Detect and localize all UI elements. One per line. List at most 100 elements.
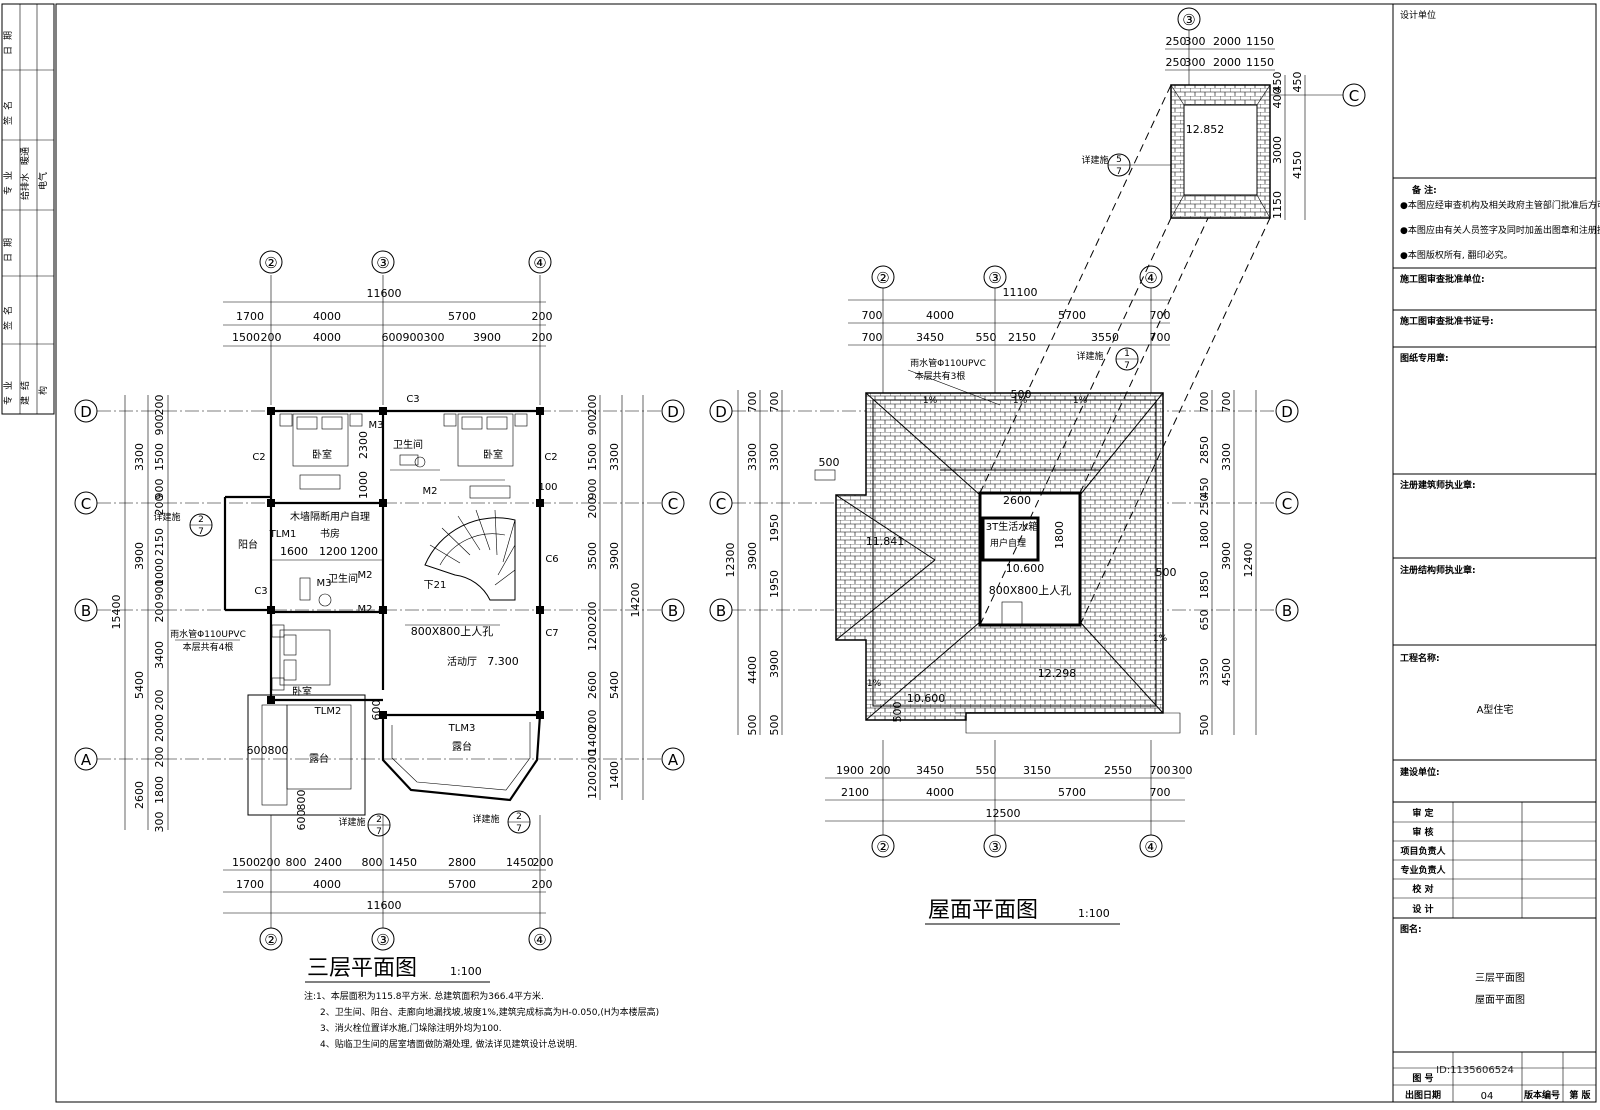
roof-left2-3: 1950 <box>768 570 781 598</box>
plan3-inner-dims: 1600 1200 1200 2300 1000 600 800 600 800… <box>247 431 384 831</box>
plan3-bot1-0: 1500 <box>232 856 260 869</box>
strip-spec-1: 专 <box>2 186 14 195</box>
plan3-axis-D-right: D <box>667 403 679 421</box>
tb-footer-1: 图 号 <box>1412 1073 1433 1084</box>
roof-bot2-1: 4000 <box>926 786 954 799</box>
roof-left2-0: 700 <box>768 392 781 413</box>
plan3-bot2-2: 5700 <box>448 878 476 891</box>
plan3-left1-1: 3900 <box>133 542 146 570</box>
plan3-bot1-1: 200 <box>260 856 281 869</box>
detail-top2-1: 300 <box>1185 56 1206 69</box>
tb-footer-4: 第 版 <box>1569 1089 1590 1101</box>
plan3-left2-7: 900 <box>153 580 166 601</box>
plan3-top1-0: 1700 <box>236 310 264 323</box>
roof-tank-height: 1800 <box>1053 521 1066 549</box>
roof-level-4: 10.600 <box>907 692 946 705</box>
roof-top2-3: 2150 <box>1008 331 1036 344</box>
plan3-wood-wall-note: 木墙隔断用户自理 <box>290 510 370 523</box>
plan3-left2-4: 200 <box>153 495 166 516</box>
roof-right2-6: 650 <box>1198 610 1211 631</box>
roof-bot1-1: 200 <box>870 764 891 777</box>
roof-axis-D-left: D <box>715 403 727 421</box>
plan3-top2-6: 3900 <box>473 331 501 344</box>
roof-left2-2: 1950 <box>768 514 781 542</box>
plan3-inner-600a: 600 <box>247 744 268 757</box>
strip-sign-1b: 名 <box>2 101 14 110</box>
plan3-tag-m2-top: M2 <box>423 486 438 497</box>
detail-top2-3: 1150 <box>1246 56 1274 69</box>
strip-spec-2c: 建 <box>19 396 31 405</box>
detail-right-3: 3000 <box>1271 136 1284 164</box>
plan3-right2-0: 200 <box>586 395 599 416</box>
roof-right1-2: 3900 <box>1220 542 1233 570</box>
plan3-detail-bubbles: 2 7 2 7 2 7 <box>189 513 531 837</box>
plan3-inner-600b: 600 <box>295 810 308 831</box>
roof-side-500-4: 500 <box>891 702 904 723</box>
tb-sign-row-1: 审 定 <box>1412 807 1434 819</box>
plan3-room-labels: 卧室 卧室 卧室 卫生间 卫生间 书房 阳台 露台 露台 活动厅 7.300 下… <box>238 438 519 765</box>
plan3-bot2-1: 4000 <box>313 878 341 891</box>
plan3-right2-13: 1400 <box>608 761 621 789</box>
plan3-left1-0: 3300 <box>133 443 146 471</box>
roof-bot1-7: 300 <box>1172 764 1193 777</box>
plan3-left2-8: 200 <box>153 602 166 623</box>
strip-spec-1b: 业 <box>3 171 14 180</box>
roof-total-top: 11100 <box>1003 286 1038 299</box>
plan3-bed3: 卧室 <box>292 685 312 698</box>
plan3-axis-B-right: B <box>668 602 678 620</box>
plan3-inline-notes: 木墙隔断用户自理 800X800上人孔 雨水管Φ110UPVC 本层共有4根 详… <box>153 510 500 828</box>
roof-bot1-4: 3150 <box>1023 764 1051 777</box>
plan3-top1-1: 4000 <box>313 310 341 323</box>
plan3-top2-0: 1500 <box>232 331 260 344</box>
tb-project-name: A型住宅 <box>1477 703 1514 716</box>
roof-drain-1: 雨水管Φ110UPVC <box>910 357 986 369</box>
roof-right1-3: 4500 <box>1220 658 1233 686</box>
roof-axis-4-top: ④ <box>1144 269 1157 287</box>
plan3-left2-9: 3400 <box>153 641 166 669</box>
roof-right2-1: 2850 <box>1198 436 1211 464</box>
strip-date-2b: 期 <box>3 238 14 247</box>
roof-top1-0: 700 <box>862 309 883 322</box>
strip-spec-2e: 构 <box>37 386 49 395</box>
plan3-left-total: 15400 <box>110 595 123 630</box>
detail-ref-label: 详建施 <box>1081 154 1108 166</box>
roof-axis-4-bottom: ④ <box>1144 838 1157 856</box>
roof-left1-0: 700 <box>746 392 759 413</box>
plan3-axis-A-left: A <box>81 751 92 769</box>
plan3-right2-10: 1400 <box>586 726 599 754</box>
plan3-bot1-4: 800 <box>362 856 383 869</box>
roof-level-1: 11.841 <box>866 535 905 548</box>
roof-level-3: 12.298 <box>1038 667 1077 680</box>
plan3-hall: 活动厅 <box>447 656 477 668</box>
roof-bot1-2: 3450 <box>916 764 944 777</box>
roof-top2-2: 550 <box>976 331 997 344</box>
plan3-left2-2: 1500 <box>153 443 166 471</box>
strip-spec-2d: 结 <box>19 381 31 390</box>
roof-slope-2: 1% <box>1073 396 1088 406</box>
plan3-tag-m2-mid: M2 <box>358 570 373 581</box>
plan3-balcony: 阳台 <box>238 538 258 551</box>
roof-left1-4: 500 <box>746 715 759 736</box>
plan3-axis-C-left: C <box>81 495 91 513</box>
plan3-total-top: 11600 <box>367 287 402 300</box>
plan3-axis-D-left: D <box>80 403 92 421</box>
plan3-tag-c3-top: C3 <box>406 394 419 405</box>
plan3-tags: C3 M3 C2 C2 M2 C6 TLM1 C3 M3 M2 M2 C7 TL… <box>252 394 558 734</box>
plan3-left2-14: 300 <box>153 812 166 833</box>
plan3-bath1: 卫生间 <box>393 438 423 451</box>
plan3-tag-c2-right: C2 <box>544 452 557 463</box>
plan3-bot1-3: 2400 <box>314 856 342 869</box>
plan3-ref3-top: 2 <box>516 812 522 822</box>
strip-spec-1e: 电气 <box>37 172 49 190</box>
roof-right2-8: 500 <box>1198 715 1211 736</box>
plan3-tag-tlm1: TLM1 <box>269 529 297 540</box>
plan3-ref2-bot: 7 <box>376 827 382 837</box>
roof-chimney-detail: ③ 250 300 2000 1150 250 300 2000 1150 12… <box>1081 7 1366 220</box>
roof-side-500-3: 500 <box>1156 566 1177 579</box>
plan3-left2-10: 200 <box>153 690 166 711</box>
plan3-detail-bottom-2: 详建施 <box>472 813 499 825</box>
roof-right2-5: 1850 <box>1198 571 1211 599</box>
plan3-inner-2300: 2300 <box>357 431 370 459</box>
tb-drawing-name-1: 三层平面图 <box>1475 972 1525 984</box>
strip-sign-2: 签 <box>2 321 14 330</box>
